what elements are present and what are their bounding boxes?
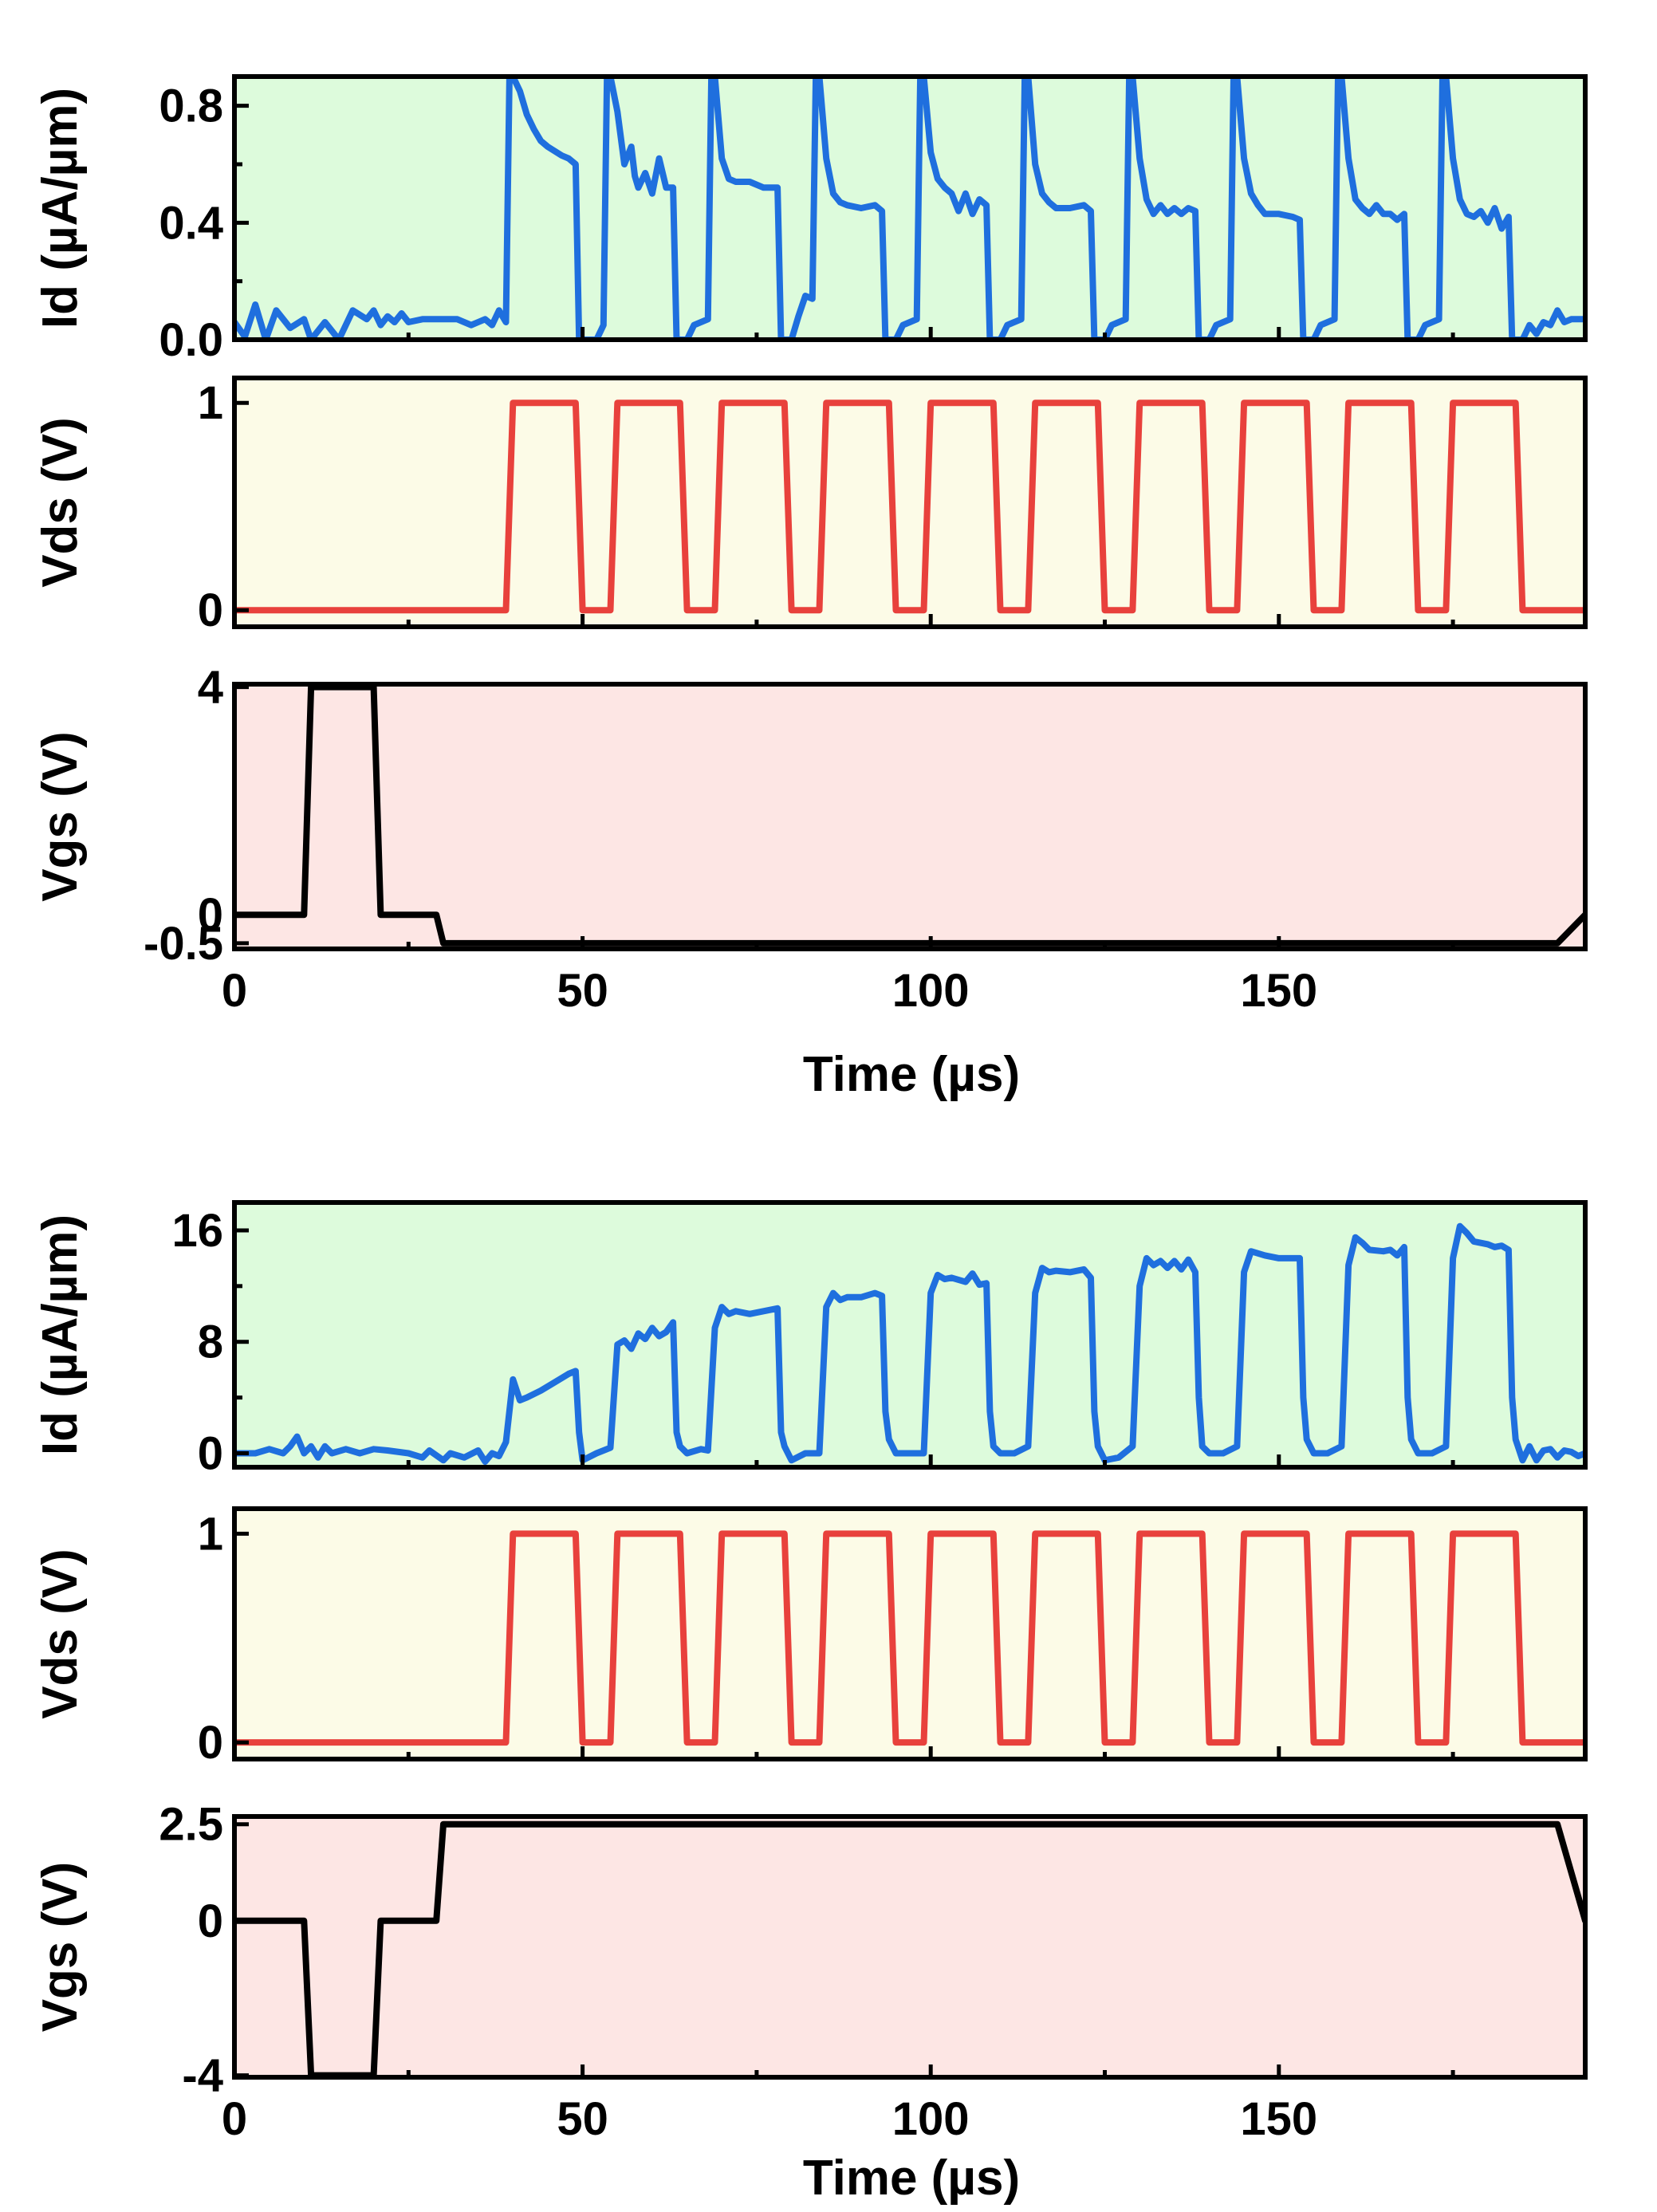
bottom-vgs-trace: [234, 1820, 1585, 2077]
top-vds-ylabel: Vds (V): [33, 417, 88, 588]
bottom-vgs-plot-background: [234, 1816, 1585, 2077]
top-xtick-label: 100: [892, 965, 970, 1017]
bottom-vds-trace: [234, 1530, 1585, 1746]
bottom-vds-ylabel: Vds (V): [33, 1549, 88, 1719]
top-vds-trace: [234, 399, 1585, 614]
top-vgs-ylabel: Vgs (V): [33, 731, 88, 902]
bottom-vgs-ytick-label: 0: [198, 1895, 223, 1947]
bottom-id-trace: [234, 1222, 1585, 1465]
top-vds-frame: [232, 376, 1588, 629]
bottom-xtick-label: 0: [222, 2093, 247, 2145]
top-xtick-label: 150: [1240, 965, 1317, 1017]
top-id-subplot: 0.0 0.4 0.8 Id (µA/µm): [33, 74, 1588, 366]
bottom-vds-frame: [232, 1506, 1588, 1761]
top-vgs-trace: [234, 684, 1585, 947]
bottom-vds-plot-background: [234, 1509, 1585, 1759]
bottom-id-ytick-label: 8: [198, 1317, 223, 1368]
top-id-ytick-label: 0.0: [159, 314, 223, 366]
top-vgs-subplot: 4 0-0.5 Vgs (V): [33, 662, 1588, 970]
top-vds-plot-background: [234, 378, 1585, 627]
top-xlabel: Time (µs): [803, 1047, 1020, 1102]
bottom-xtick-label: 100: [892, 2093, 970, 2145]
top-id-trace: [234, 77, 1585, 340]
bottom-xtick-label: 50: [557, 2093, 608, 2145]
top-id-ylabel: Id (µA/µm): [33, 88, 88, 329]
top-xtick-label: 50: [557, 965, 608, 1017]
bottom-vgs-subplot: 2.5 0 -4 Vgs (V): [33, 1799, 1588, 2102]
bottom-id-plot-background: [234, 1202, 1585, 1467]
bottom-id-ytick-label: 16: [171, 1205, 223, 1257]
bottom-vds-ytick-label: 0: [198, 1717, 223, 1769]
bottom-vgs-ylabel: Vgs (V): [33, 1862, 88, 2033]
bottom-id-subplot: 0 8 16 Id (µA/µm): [33, 1200, 1588, 1480]
top-vgs-ytick-label: -0.5: [144, 918, 223, 970]
bottom-vgs-frame: [232, 1814, 1588, 2080]
top-id-ytick-label: 0.4: [159, 197, 223, 249]
top-vgs-frame: [232, 682, 1588, 951]
top-vgs-ytick-label: 4: [198, 662, 223, 714]
bottom-id-ylabel: Id (µA/µm): [33, 1214, 88, 1455]
bottom-vgs-ytick-label: -4: [182, 2050, 223, 2102]
bottom-id-ytick-label: 0: [198, 1428, 223, 1480]
bottom-vds-ytick-label: 1: [198, 1508, 223, 1560]
top-vds-ytick-label: 1: [198, 377, 223, 429]
bottom-vgs-ytick-label: 2.5: [159, 1799, 223, 1851]
bottom-xtick-label: 150: [1240, 2093, 1317, 2145]
top-id-ytick-label: 0.8: [159, 81, 223, 132]
top-vds-ytick-label: 0: [198, 584, 223, 636]
top-xtick-label: 0: [222, 965, 247, 1017]
bottom-xlabel: Time (µs): [803, 2151, 1020, 2206]
top-vgs-ytick-label: 0: [198, 889, 223, 941]
top-id-frame: [232, 74, 1588, 342]
top-vgs-plot-background: [234, 684, 1585, 949]
bottom-id-frame: [232, 1200, 1588, 1470]
